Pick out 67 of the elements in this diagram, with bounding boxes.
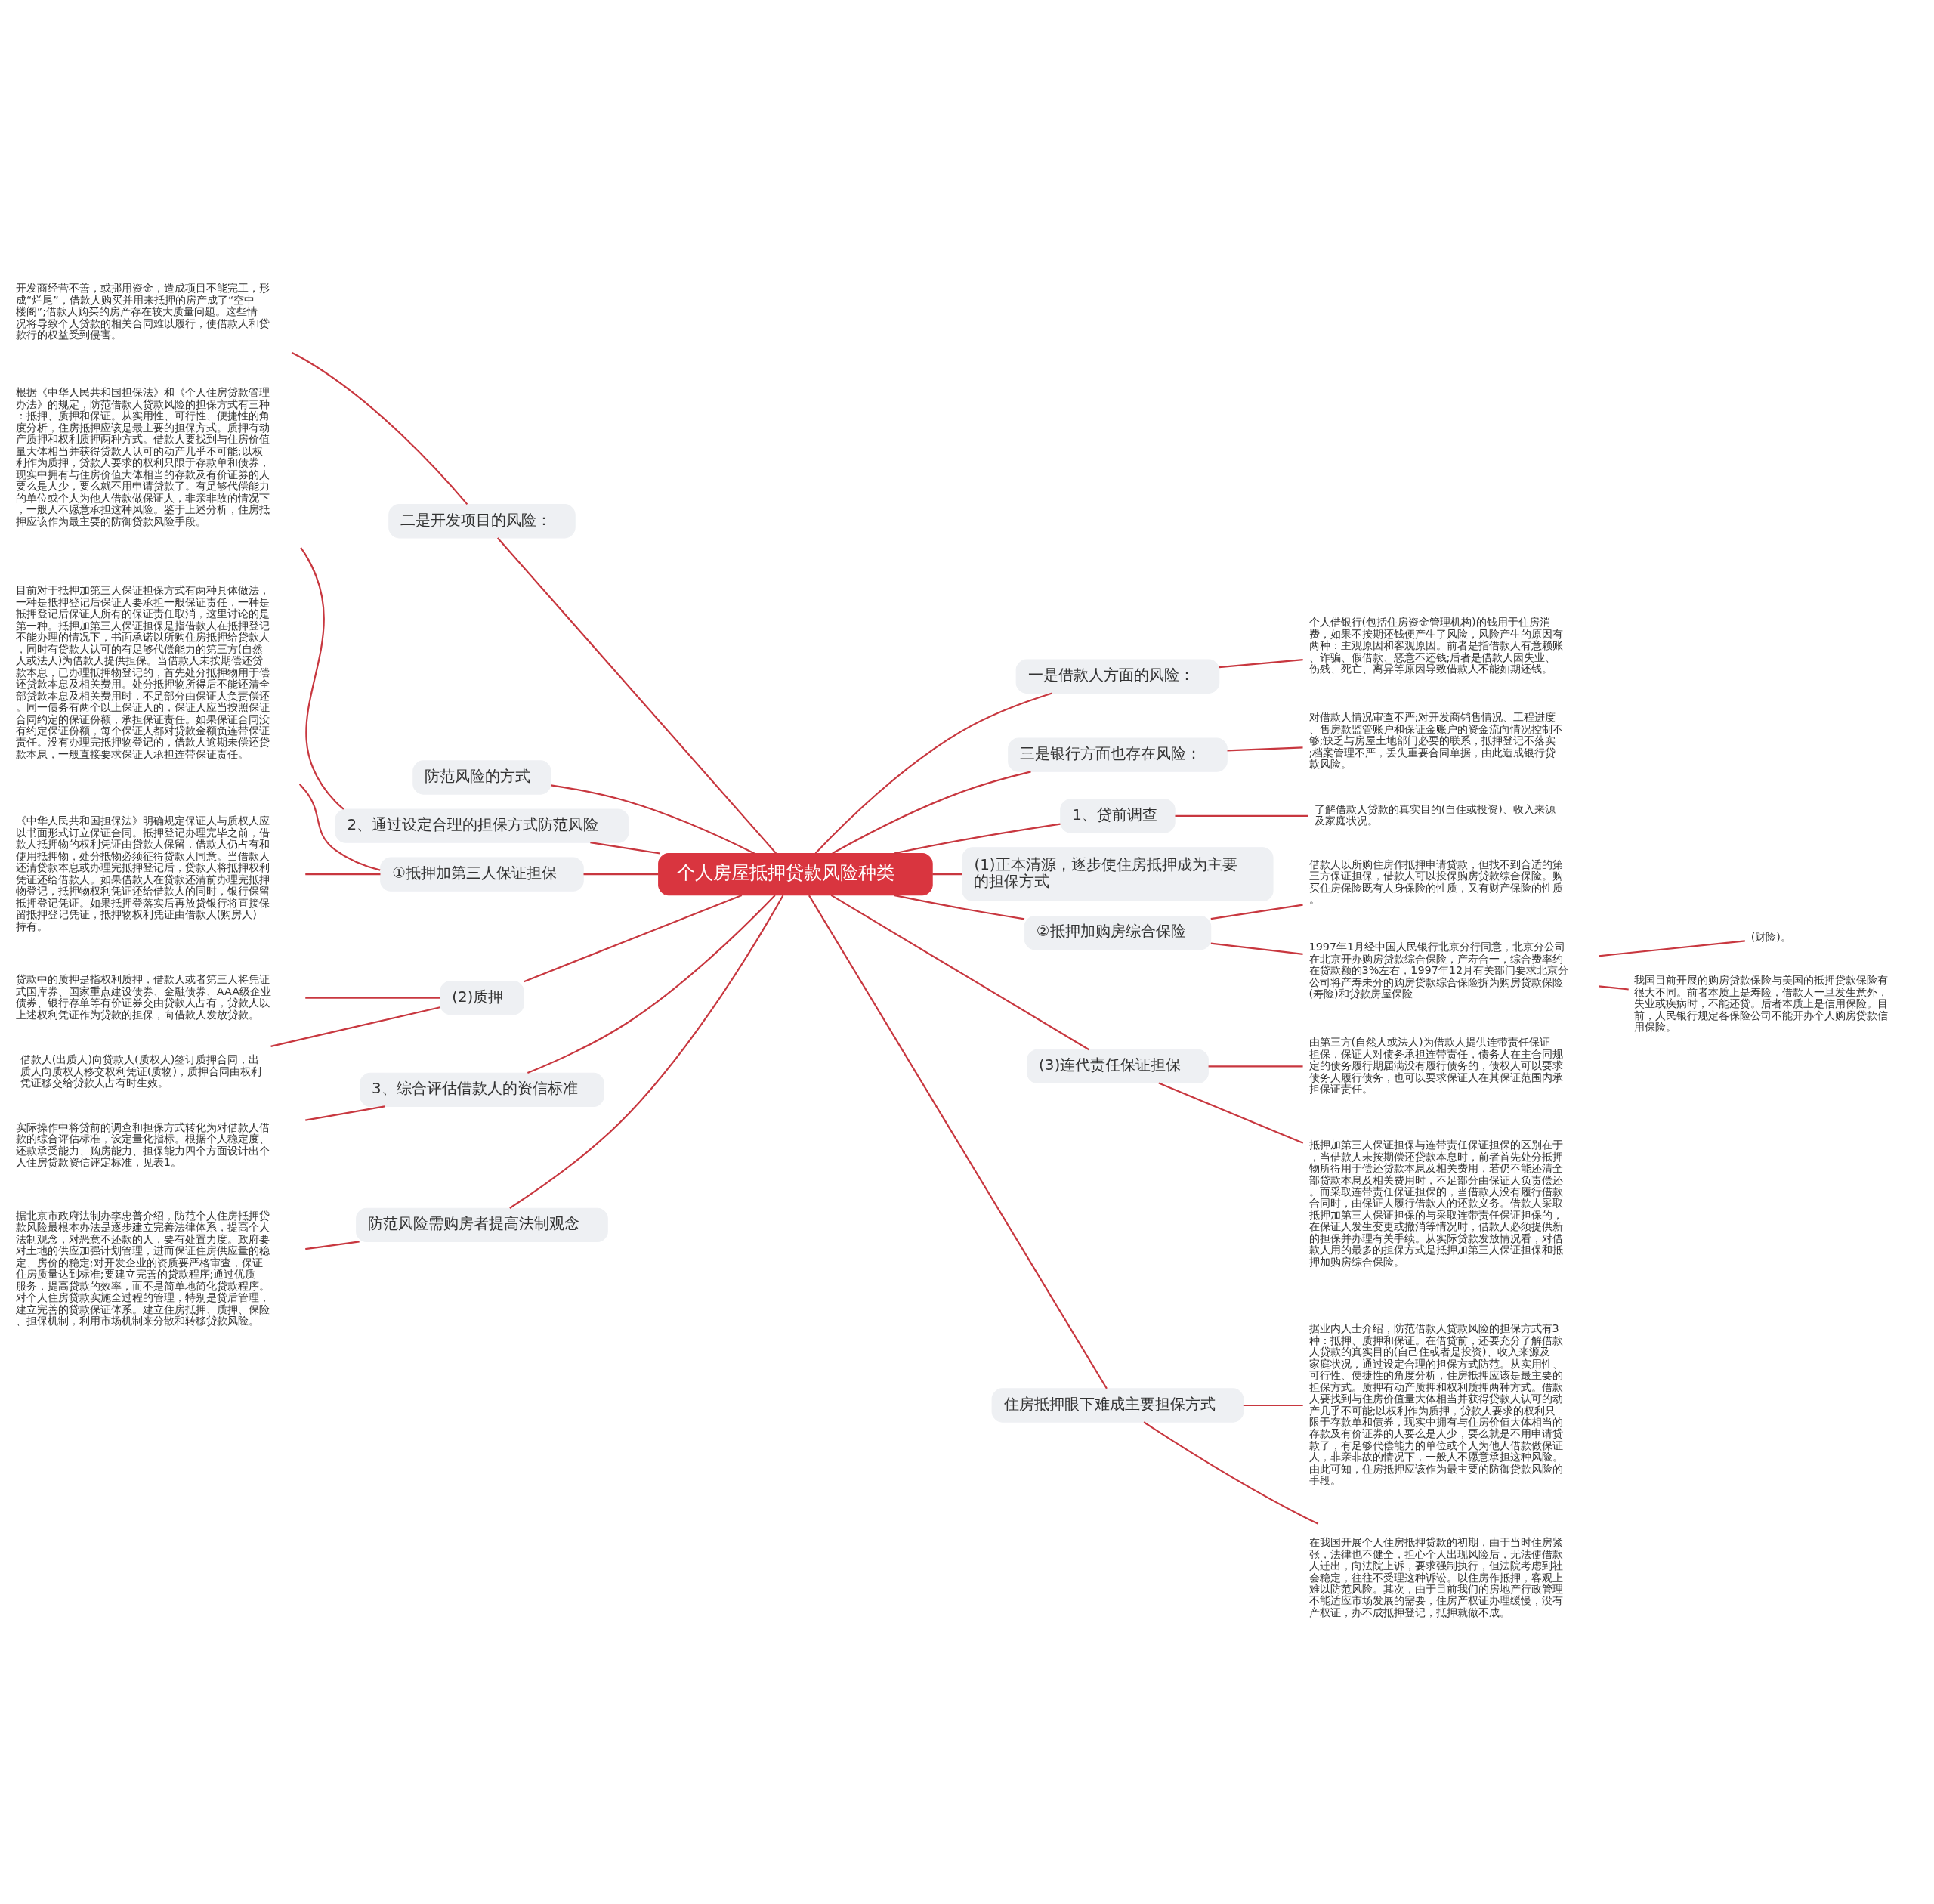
connector — [1243, 1404, 1303, 1406]
connector — [1210, 942, 1303, 955]
connector — [1210, 904, 1303, 920]
connector — [893, 894, 1025, 920]
node-box: 3、综合评估借款人的资信标准 — [360, 1072, 604, 1107]
connector — [270, 1006, 440, 1047]
connector — [509, 895, 784, 1209]
connector — [808, 895, 1108, 1389]
connector — [496, 536, 777, 854]
node-text: 在我国开展个人住房抵押贷款的初期，由于当时住房紧张，法律也不健全，担心个人出现风险后，无法使借款人迁出，向法院上诉，要求强制执行，但法院考虑到社会稳定，往往不受理这种诉讼。以住房作抵押，客观上难以防范风险。其次，由于目前我们的房地产行政管理不能适应市场发展的需要，住房产权证办理缓慢，没有产权证，办不成抵押登记，抵押就做不成。 — [1308, 1535, 1563, 1618]
node-box: 防范风险需购房者提高法制观念 — [356, 1207, 608, 1242]
connector — [1599, 984, 1629, 991]
node-box: (1)正本清源，逐步使住房抵押成为主要的担保方式 — [962, 846, 1274, 901]
connector — [524, 894, 743, 982]
node-text: 借款人以所购住房作抵押申请贷款，但找不到合适的第三方保证担保，借款人可以投保购房贷款综合保险。购买住房保险既有人身保险的性质，又有财产保险的性质。 — [1308, 858, 1563, 905]
node-box: ②抵押加购房综合保险 — [1024, 915, 1212, 950]
node-text: 实际操作中将贷前的调查和担保方式转化为对借款人借款的综合评估标准，设定量化指标。根据个人稳定度、还款承受能力、购房能力、担保能力四个方面设计出个人住房贷款资信评定标准，见表1。 — [15, 1120, 270, 1168]
connector — [1219, 658, 1303, 668]
connector — [1599, 939, 1745, 957]
connector — [583, 873, 659, 875]
connector — [1143, 1420, 1319, 1525]
connector — [830, 894, 1089, 1050]
node-text: 1997年1月经中国人民银行北京分行同意，北京分公司在北京开办购房贷款综合保险，产寿合一，综合费率约在贷款额的3%左右，1997年12月有关部门要求北京分公司将产寿未分的购房贷款综合保险拆为购房贷款保险(寿险)和贷款房屋保险 — [1308, 940, 1569, 1000]
node-text: 抵押加第三人保证担保与连带责任保证担保的区别在于，当借款人未按期偿还贷款本息时，前者首先处分抵押物所得用于偿还贷款本息及相关费用，若仍不能还清全部贷款本息及相关费用时，不足部分由保证人负责偿还。而采取连带责任保证担保的，当借款人没有履行借款合同时，由保证人履行借款人的还款义务。借款人采取抵押加第三人保证担保的与采取连带责任保证担保的，在保证人发生变更或撤消等情况时，借款人必须提供新的担保并办理有关手续。从实际贷款发放情况看，对借款人用的最多的担保方式是抵押加第三人保证担保和抵押加购房综合保险。 — [1308, 1138, 1563, 1268]
connector — [305, 873, 381, 875]
node-text: 由第三方(自然人或法人)为借款人提供连带责任保证担保，保证人对债务承担连带责任，债务人在主合同规定的债务履行期届满没有履行债务的，债权人可以要求债务人履行债务，也可以要求保证人在其保证范围内承担保证责任。 — [1308, 1035, 1563, 1095]
connector — [832, 770, 1031, 854]
connector — [1227, 746, 1303, 751]
connector — [300, 546, 344, 810]
node-text: 个人借银行(包括住房资金管理机构)的钱用于住房消费，如果不按期还钱便产生了风险，风险产生的原因有两种：主观原因和客观原因。前者是指借款人有意赖账、诈骗、假借款、恶意不还钱;后者是借款人因失业、伤残、死亡、离异等原因导致借款人不能如期还钱。 — [1308, 615, 1563, 675]
connector — [1175, 814, 1308, 817]
node-box: 1、贷前调查 — [1060, 798, 1176, 833]
node-text: 借款人(出质人)向贷款人(质权人)签订质押合同，出质人向质权人移交权利凭证(质物)，质押合同由权利凭证移交给贷款人占有时生效。 — [20, 1052, 262, 1089]
connector — [814, 691, 1052, 854]
node-text: 贷款中的质押是指权利质押，借款人或者第三人将凭证式国库券、国家重点建设债券、金融债券、AAA级企业债券、银行存单等有价证券交由贷款人占有，贷款人以上述权利凭证作为贷款的担保，向借款人发放贷款。 — [15, 972, 272, 1021]
node-text: 目前对于抵押加第三人保证担保方式有两种具体做法，一种是抵押登记后保证人要承担一般保证责任，一种是抵押登记后保证人所有的保证责任取消，这里讨论的是第一种。抵押加第三人保证担保是指借款人在抵押登记不能办理的情况下，书面承诺以所购住房抵押给贷款人，同时有贷款人认可的有足够代偿能力的第三方(自然人或法人)为借款人提供担保。当借款人未按期偿还贷款本息，已办理抵押物登记的，首先处分抵押物用于偿还贷款本息及相关费用。处分抵押物所得后不能还清全部贷款本息及相关费用时，不足部分由保证人负责偿还。同一债务有两个以上保证人的，保证人应当按照保证合同约定的保证份额，承担保证责任。如果保证合同没有约定保证份额，每个保证人都对贷款金额负连带保证责任。没有办理完抵押物登记的，借款人逾期未偿还贷款本息，一般直接要求保证人承担连带保证责任。 — [15, 583, 270, 760]
node-text: 我国目前开展的购房贷款保险与美国的抵押贷款保险有很大不同。前者本质上是寿险，借款人一旦发生意外，失业或疾病时，不能还贷。后者本质上是信用保险。目前，人民银行规定各保险公司不能开办个人购房贷款信用保险。 — [1634, 973, 1889, 1033]
node-text: 据业内人士介绍，防范借款人贷款风险的担保方式有3种：抵押、质押和保证。在借贷前，还要充分了解借款人贷款的真实目的(自己住或者是投资)、收入来源及家庭状况，通过设定合理的担保方式防范。从实用性、可行性、便捷性的角度分析，住房抵押应该是最主要的担保方式。质押有动产质押和权利质押两种方式。借款人要找到与住房价值量大体相当并获得贷款人认可的动产几乎不可能;以权利作为质押，贷款人要求的权利只限于存款单和债券，现实中拥有与住房价值大体相当的存款及有价证券的人要么是人少，要么就是不用申请贷款了，有足够代偿能力的单位或个人为他人借款做保证人，非亲非故的情况下，一般人不愿意承担这种风险。由此可知，住房抵押应该作为最主要的防御贷款风险的手段。 — [1308, 1321, 1563, 1486]
node-box: 防范风险的方式 — [412, 759, 551, 795]
node-text: 《中华人民共和国担保法》明确规定保证人与质权人应以书面形式订立保证合同。抵押登记办理完毕之前，借款人抵押物的权利凭证由贷款人保留，借款人仍占有和使用抵押物，处分抵物必须征得贷款人同意。当借款人还清贷款本息或办理完抵押登记后，贷款人将抵押权利凭证还给借款人。如果借款人在贷款还清前办理完抵押物登记，抵押物权利凭证还给借款人的同时，银行保留抵押登记凭证。如果抵押登落实后再放贷银行将直接保留抵押登记凭证，抵押物权利凭证由借款人(购房人)持有。 — [15, 814, 270, 932]
node-text: 对借款人情况审查不严;对开发商销售情况、工程进度、售房款监管账户和保证金账户的资金流向情况控制不够;缺乏与房屋土地部门必要的联系，抵押登记不落实;档案管理不严，丢失重要合同单据，由此造成银行贷款风险。 — [1308, 710, 1563, 770]
node-box: 二是开发项目的风险： — [388, 503, 576, 538]
connector — [551, 784, 755, 854]
connector — [1208, 1065, 1303, 1067]
connector — [305, 997, 440, 999]
connector — [893, 823, 1061, 855]
connector — [527, 894, 776, 1074]
node-box: (2)质押 — [440, 980, 524, 1015]
node-box: 住房抵押眼下难成主要担保方式 — [991, 1387, 1244, 1423]
node-box: 一是借款人方面的风险： — [1015, 659, 1220, 694]
node-box: 2、通过设定合理的担保方式防范风险 — [335, 808, 629, 843]
node-box: (3)连代责任保证担保 — [1027, 1049, 1209, 1083]
connector — [298, 783, 381, 871]
node-box: 三是银行方面也存在风险： — [1008, 737, 1228, 772]
node-text: (财险)。 — [1750, 930, 1791, 943]
node-text: 了解借款人贷款的真实目的(自住或投资)、收入来源及家庭状况。 — [1314, 802, 1556, 827]
connector — [305, 1105, 385, 1121]
node-text: 开发商经营不善，或挪用资金，造成项目不能完工，形成“烂尾”，借款人购买并用来抵押的房产成了“空中楼阁”;借款人购买的房产存在较大质量问题。这些情况将导致个人贷款的相关合同难以履行，使借款人和贷款行的权益受到侵害。 — [15, 281, 270, 341]
node-text: 根据《中华人民共和国担保法》和《个人住房贷款管理办法》的规定，防范借款人贷款风险的担保方式有三种：抵押、质押和保证。从实用性、可行性、便捷性的角度分析，住房抵押应该是最主要的担保方式。质押有动产质押和权利质押两种方式。借款人要找到与住房价值量大体相当并获得贷款人认可的动产几乎不可能;以权利作为质押，贷款人要求的权利只限于存款单和债券，现实中拥有与住房价值大体相当的存款及有价证券的人要么是人少，要么就不用申请贷款了。有足够代偿能力的单位或个人为他人借款做保证人，非亲非故的情况下，一般人不愿意承担这种风险。鉴于上述分析，住房抵押应该作为最主要的防御贷款风险手段。 — [15, 385, 270, 527]
connector — [291, 351, 468, 505]
node-box: ①抵押加第三人保证担保 — [380, 857, 584, 892]
connector — [590, 841, 660, 855]
node-text: 据北京市政府法制办李忠普介绍，防范个人住房抵押贷款风险最根本办法是逐步建立完善法律体系，提高个人法制观念，对恶意不还款的人，要有处置力度。政府要对土地的供应加强计划管理，进而保证住房供应量的稳定、房价的稳定;对开发企业的资质要严格审查，保证住房质量达到标准;要建立完善的贷款程序;通过优质服务，提高贷款的效率，而不是简单地简化贷款程序。对个人住房贷款实施全过程的管理，特别是贷后管理，建立完善的贷款保证体系。建立住房抵押、质押、保险、担保机制，利用市场机制来分散和转移贷款风险。 — [15, 1209, 270, 1327]
connector — [305, 1240, 360, 1250]
connector — [1158, 1082, 1304, 1144]
node-box: 个人房屋抵押贷款风险种类 — [658, 852, 933, 895]
connector — [932, 873, 962, 875]
